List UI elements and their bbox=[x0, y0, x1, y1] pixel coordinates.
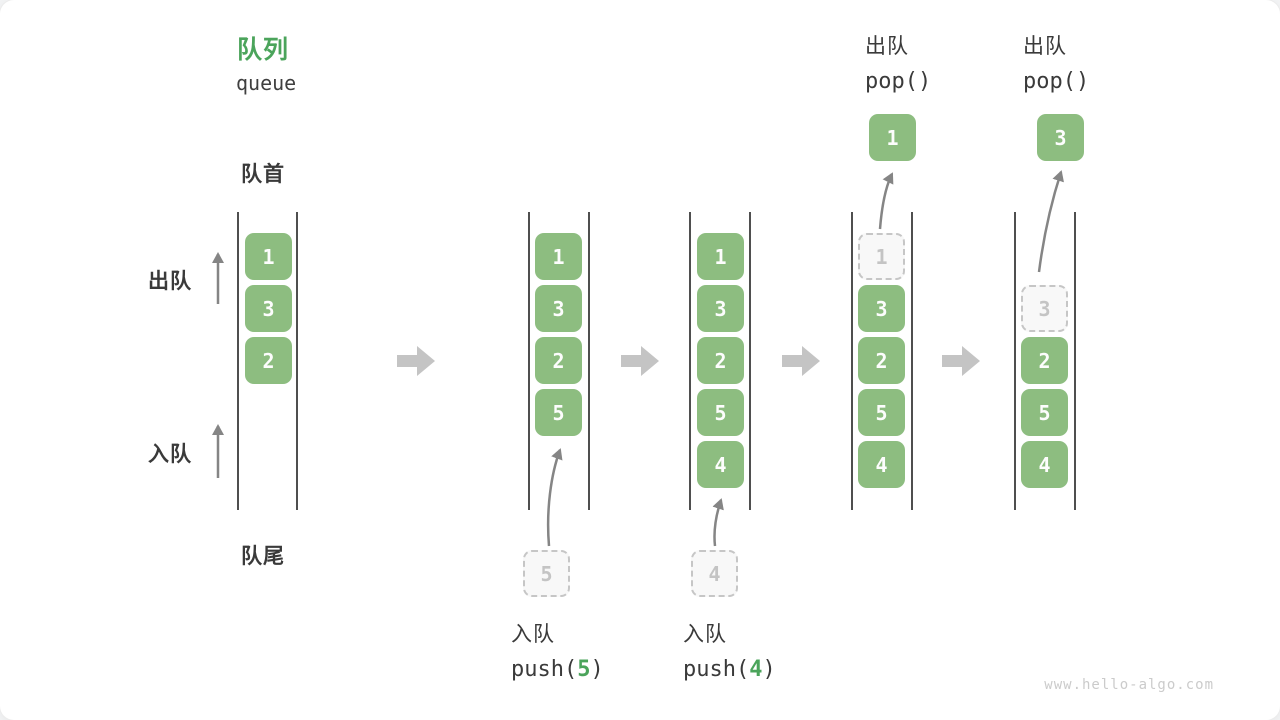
queue-cell: 3 bbox=[858, 285, 905, 332]
enqueue-op-label: 入队 bbox=[683, 623, 727, 646]
popped-element-box: 3 bbox=[1037, 114, 1084, 161]
transition-arrow-icon bbox=[621, 346, 659, 376]
queue-cell: 5 bbox=[1021, 389, 1068, 436]
queue-cell: 5 bbox=[858, 389, 905, 436]
popped-element-box: 1 bbox=[869, 114, 916, 161]
queue-cell: 1 bbox=[535, 233, 582, 280]
incoming-element-box: 4 bbox=[691, 550, 738, 597]
queue-wall-left bbox=[237, 212, 239, 510]
queue-wall-left bbox=[528, 212, 530, 510]
push4-operation-label: 入队 push(4) bbox=[683, 618, 776, 682]
queue-cell: 4 bbox=[858, 441, 905, 488]
queue-cell: 1 bbox=[697, 233, 744, 280]
queue-wall-right bbox=[1074, 212, 1076, 510]
queue-wall-right bbox=[296, 212, 298, 510]
queue-cell: 3 bbox=[697, 285, 744, 332]
push4-arg: 4 bbox=[749, 657, 763, 682]
removed-element-ghost: 1 bbox=[858, 233, 905, 280]
transition-arrow-icon bbox=[782, 346, 820, 376]
dequeue-side-label: 出队 bbox=[148, 270, 192, 293]
queue-cell: 2 bbox=[1021, 337, 1068, 384]
pop1-operation-label: 出队 pop() bbox=[865, 30, 931, 94]
queue-wall-left bbox=[851, 212, 853, 510]
queue-front-label: 队首 bbox=[241, 163, 285, 186]
transition-arrow-icon bbox=[942, 346, 980, 376]
pop2-motion-arrow-icon bbox=[1037, 170, 1064, 273]
queue-cell: 3 bbox=[535, 285, 582, 332]
push5-motion-arrow-icon bbox=[546, 448, 563, 547]
queue-cell: 4 bbox=[697, 441, 744, 488]
push4-motion-arrow-icon bbox=[712, 498, 724, 547]
queue-cell: 4 bbox=[1021, 441, 1068, 488]
removed-element-ghost: 3 bbox=[1021, 285, 1068, 332]
push5-code-label: push(5) bbox=[511, 657, 604, 682]
queue-wall-left bbox=[1014, 212, 1016, 510]
queue-cell: 1 bbox=[245, 233, 292, 280]
queue-cell: 5 bbox=[535, 389, 582, 436]
queue-wall-left bbox=[689, 212, 691, 510]
dequeue-op-label: 出队 bbox=[1023, 35, 1067, 58]
queue-cell: 2 bbox=[245, 337, 292, 384]
enqueue-side-label: 入队 bbox=[148, 443, 192, 466]
diagram-title: 队列 bbox=[237, 36, 290, 64]
queue-cell: 2 bbox=[697, 337, 744, 384]
queue-cell: 5 bbox=[697, 389, 744, 436]
pop2-operation-label: 出队 pop() bbox=[1023, 30, 1089, 94]
queue-wall-right bbox=[749, 212, 751, 510]
pop1-code-label: pop() bbox=[865, 69, 932, 94]
watermark: www.hello-algo.com bbox=[1044, 677, 1214, 693]
push4-code-label: push(4) bbox=[683, 657, 776, 682]
queue-cell: 2 bbox=[858, 337, 905, 384]
pop2-code-label: pop() bbox=[1023, 69, 1090, 94]
diagram-subtitle: queue bbox=[236, 71, 297, 95]
queue-cell: 2 bbox=[535, 337, 582, 384]
transition-arrow-icon bbox=[397, 346, 435, 376]
queue-wall-right bbox=[911, 212, 913, 510]
queue-cell: 3 bbox=[245, 285, 292, 332]
pop1-motion-arrow-icon bbox=[878, 172, 894, 230]
queue-wall-right bbox=[588, 212, 590, 510]
dequeue-op-label: 出队 bbox=[865, 35, 909, 58]
push5-operation-label: 入队 push(5) bbox=[511, 618, 604, 682]
incoming-element-box: 5 bbox=[523, 550, 570, 597]
push5-arg: 5 bbox=[577, 657, 591, 682]
enqueue-op-label: 入队 bbox=[511, 623, 555, 646]
queue-rear-label: 队尾 bbox=[241, 545, 285, 568]
